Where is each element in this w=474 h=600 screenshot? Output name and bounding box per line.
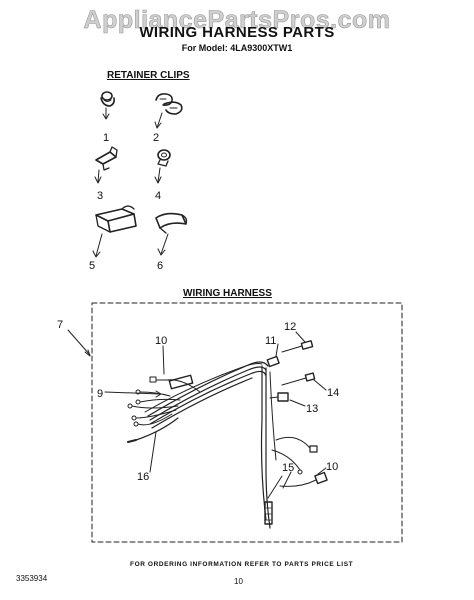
retainer-clip-1[interactable] [100, 91, 115, 120]
callout-13: 13 [306, 403, 318, 415]
wiring-harness-assembly[interactable] [127, 340, 328, 529]
wiring-harness-heading: WIRING HARNESS [183, 288, 272, 299]
callout-12: 12 [284, 321, 296, 333]
retainer-clip-4[interactable] [154, 149, 171, 184]
callout-4: 4 [155, 190, 161, 202]
model-subtitle: For Model: 4LA9300XTW1 [181, 43, 293, 53]
callout-1: 1 [103, 132, 109, 144]
harness-boundary [91, 302, 403, 543]
document-number: 3353934 [16, 574, 48, 583]
ordering-note: FOR ORDERING INFORMATION REFER TO PARTS … [130, 561, 354, 568]
retainer-clip-5[interactable] [92, 205, 137, 258]
site-watermark: AppliancePartsPros.com [83, 6, 391, 35]
page-number: 10 [234, 577, 243, 586]
retainer-clip-2[interactable] [154, 93, 183, 129]
callout-16: 16 [137, 471, 149, 483]
callout-6: 6 [157, 260, 163, 272]
page-title: WIRING HARNESS PARTS [139, 24, 335, 41]
callout-7: 7 [57, 319, 63, 331]
callout-10-lower: 10 [326, 461, 338, 473]
callout-5: 5 [89, 260, 95, 272]
callout-15: 15 [282, 462, 294, 474]
callout-14: 14 [327, 387, 339, 399]
retainer-clip-6[interactable] [155, 212, 188, 256]
callout-11: 11 [265, 335, 276, 347]
callout-3: 3 [97, 190, 103, 202]
callout-9: 9 [97, 388, 103, 400]
retainer-clips-heading: RETAINER CLIPS [107, 70, 190, 81]
retainer-clip-3[interactable] [94, 146, 118, 184]
callout-2: 2 [153, 132, 159, 144]
callout-10-upper: 10 [155, 335, 167, 347]
